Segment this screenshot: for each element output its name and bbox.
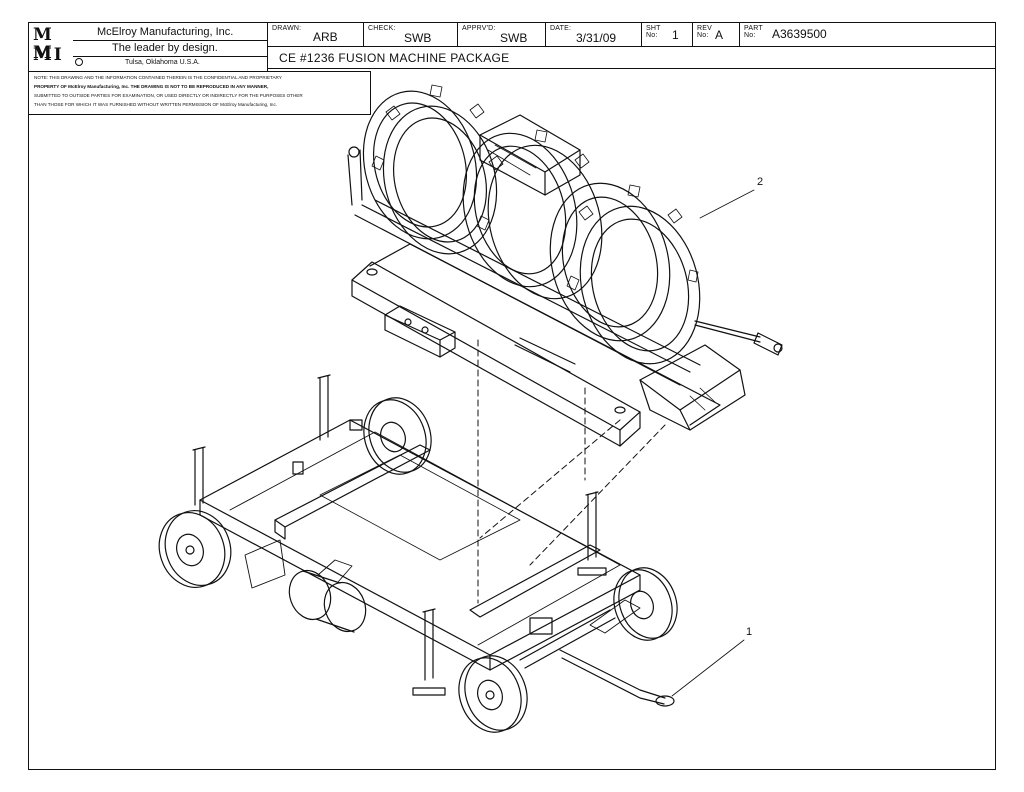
logo-top-letters: M M [33, 25, 52, 63]
trailer-wheel-rear-left [158, 510, 232, 588]
drawn-cell: DRAWN: ARB [268, 23, 364, 46]
callout-item-2: 2 [757, 176, 764, 188]
drawn-caption: DRAWN: [272, 25, 302, 32]
revision-value: A [715, 28, 724, 42]
notice-line-1: NOTE: THIS DRAWING AND THE INFORMATION C… [34, 75, 282, 80]
company-slogan: The leader by design. [112, 42, 218, 54]
sheet-number-cell: SHT No: 1 [642, 23, 693, 46]
date-cell: DATE: 3/31/09 [546, 23, 642, 46]
notice-line-3: SUBMITTED TO OUTSIDE PARTIES FOR EXAMINA… [34, 93, 303, 98]
part-number-caption: PART No: [744, 25, 763, 39]
assembly-dashed-lines [477, 339, 666, 604]
approved-value: SWB [500, 31, 528, 45]
proprietary-notice-box: NOTE: THIS DRAWING AND THE INFORMATION C… [28, 71, 371, 115]
drawing-title: CE #1236 FUSION MACHINE PACKAGE [279, 51, 510, 65]
logo-bottom-letters: M I [33, 45, 62, 65]
fusion-machine-assembly [347, 84, 783, 447]
date-caption: DATE: [550, 25, 572, 32]
notice-line-4: THAN THOSE FOR WHICH IT WAS FURNISHED WI… [34, 102, 278, 107]
company-location: Tulsa, Oklahoma U.S.A. [125, 59, 200, 66]
revision-caption: REV No: [697, 25, 712, 39]
drawn-value: ARB [313, 30, 338, 44]
leader-line-item-2 [699, 189, 755, 219]
callout-item-1: 1 [746, 626, 753, 638]
sheet-number-value: 1 [672, 28, 679, 42]
part-number-value: A3639500 [772, 27, 827, 41]
check-value: SWB [404, 31, 432, 45]
part-number-cell: PART No: A3639500 [740, 23, 997, 46]
notice-line-2: PROPERTY OF McElroy Manufacturing, Inc. … [34, 84, 269, 89]
check-caption: CHECK: [368, 25, 396, 32]
company-divider-1 [73, 40, 267, 41]
trailer-assembly [158, 374, 678, 733]
company-logo: M M M I [33, 26, 69, 70]
check-cell: CHECK: SWB [364, 23, 458, 46]
trailer-wheel-rear-right [363, 397, 432, 475]
registered-mark-icon [75, 58, 83, 66]
trailer-wheel-front-left [458, 655, 528, 733]
title-row: CE #1236 FUSION MACHINE PACKAGE [267, 46, 996, 69]
trailer-wheel-front-right [613, 567, 678, 641]
revision-cell: REV No: A [693, 23, 740, 46]
approved-caption: APPRV'D: [462, 25, 496, 32]
approved-cell: APPRV'D: SWB [458, 23, 546, 46]
company-divider-2 [73, 56, 267, 57]
sheet-number-caption: SHT No: [646, 25, 661, 39]
date-value: 3/31/09 [576, 31, 617, 45]
leader-line-item-1 [671, 639, 745, 697]
company-name: McElroy Manufacturing, Inc. [97, 26, 234, 38]
